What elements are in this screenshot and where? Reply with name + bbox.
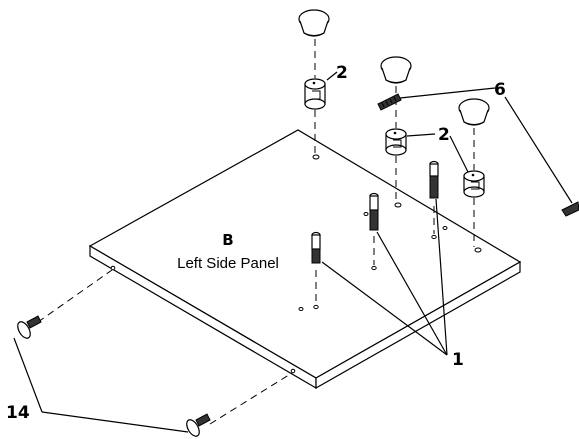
- dowel-1: [377, 93, 402, 111]
- screw-1: [17, 315, 42, 339]
- cover-cap-1: [298, 9, 330, 37]
- panel-letter: B: [222, 231, 233, 249]
- leader-lines: [13, 71, 573, 433]
- cover-cap-3: [458, 98, 490, 126]
- cam-lock-2: [385, 128, 407, 156]
- cover-cap-2: [380, 56, 412, 84]
- cam-lock-3: [463, 170, 485, 198]
- callout-screw: 14: [6, 403, 30, 423]
- callout-dowel: 6: [494, 80, 506, 100]
- callout-cam-lock: 2: [336, 63, 348, 83]
- cam-bolt-2: [369, 192, 379, 231]
- cam-bolt-1: [311, 231, 321, 264]
- cam-lock-1: [304, 78, 326, 110]
- panel-name: Left Side Panel: [177, 255, 279, 272]
- dowel-2: [561, 201, 579, 217]
- cam-bolt-3: [429, 160, 439, 199]
- screw-2: [186, 413, 211, 437]
- callout-cam-lock-second: 2: [438, 125, 450, 145]
- alignment-lines: [37, 39, 475, 425]
- left-side-panel: [88, 129, 522, 390]
- callout-cam-bolt: 1: [452, 350, 464, 370]
